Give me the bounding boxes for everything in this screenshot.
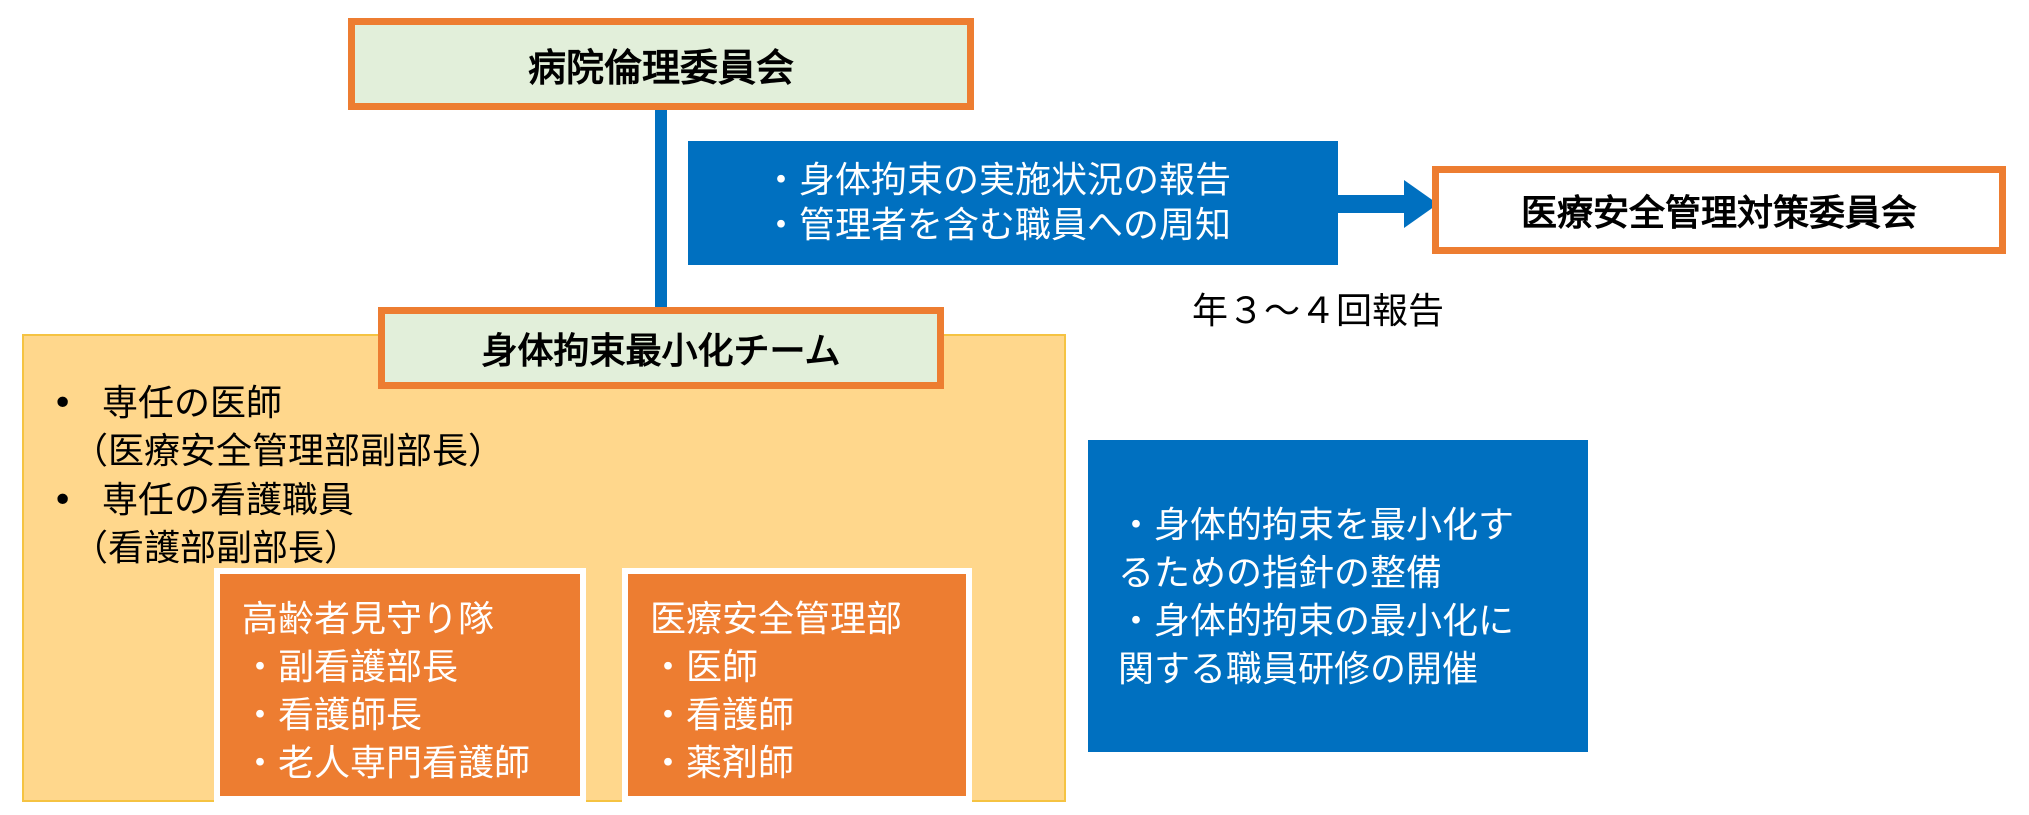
arrow-right-icon-shaft xyxy=(1338,195,1408,213)
report-line-2: ・管理者を含む職員への周知 xyxy=(763,205,1232,246)
elder-watch-item: ・看護師長 xyxy=(242,694,423,736)
medical-safety-dept-title: 医療安全管理部 xyxy=(650,599,903,640)
elder-watch-title: 高齢者見守り隊 xyxy=(242,599,495,640)
medical-safety-dept-item: ・看護師 xyxy=(650,694,795,736)
hospital-ethics-committee-box: 病院倫理委員会 xyxy=(348,18,974,110)
bullet-icon: • xyxy=(52,383,74,424)
guideline-line-3: ・身体的拘束の最小化に xyxy=(1118,600,1515,642)
report-frequency-label: 年３～４回報告 xyxy=(1192,291,1445,332)
elder-watch-item: ・老人専門看護師 xyxy=(242,742,531,784)
restraint-minimization-team-title-box: 身体拘束最小化チーム xyxy=(378,307,944,389)
elder-watch-item: ・副看護部長 xyxy=(242,646,459,688)
guideline-box: ・身体的拘束を最小化す るための指針の整備 ・身体的拘束の最小化に 関する職員研… xyxy=(1088,440,1588,752)
bullet-icon: • xyxy=(52,480,74,521)
medical-safety-committee-box: 医療安全管理対策委員会 xyxy=(1432,166,2006,254)
medical-safety-dept-box: 医療安全管理部 ・医師 ・看護師 ・薬剤師 xyxy=(622,568,972,802)
medical-safety-dept-item: ・薬剤師 xyxy=(650,742,795,784)
member-nurse-role: 専任の看護職員 xyxy=(102,480,355,521)
guideline-line-1: ・身体的拘束を最小化す xyxy=(1118,505,1515,546)
report-box: ・身体拘束の実施状況の報告 ・管理者を含む職員への周知 xyxy=(688,141,1338,265)
hospital-ethics-committee-label: 病院倫理委員会 xyxy=(527,45,794,90)
member-nurse: • 専任の看護職員 xyxy=(22,483,354,519)
medical-safety-committee-label: 医療安全管理対策委員会 xyxy=(1520,193,1917,234)
guideline-line-2: るための指針の整備 xyxy=(1118,552,1443,594)
member-doctor-role: 専任の医師 xyxy=(102,383,283,424)
member-doctor: • 専任の医師 xyxy=(22,386,282,422)
medical-safety-dept-item: ・医師 xyxy=(650,646,759,688)
guideline-line-4: 関する職員研修の開催 xyxy=(1118,648,1479,690)
elder-watch-team-box: 高齢者見守り隊 ・副看護部長 ・看護師長 ・老人専門看護師 xyxy=(214,568,586,802)
member-doctor-detail: （医療安全管理部副部長） xyxy=(72,431,505,472)
report-line-1: ・身体拘束の実施状況の報告 xyxy=(763,160,1232,201)
member-nurse-detail: （看護部副部長） xyxy=(72,528,361,569)
team-title-label: 身体拘束最小化チーム xyxy=(481,331,841,372)
vertical-connector-line xyxy=(655,110,667,310)
